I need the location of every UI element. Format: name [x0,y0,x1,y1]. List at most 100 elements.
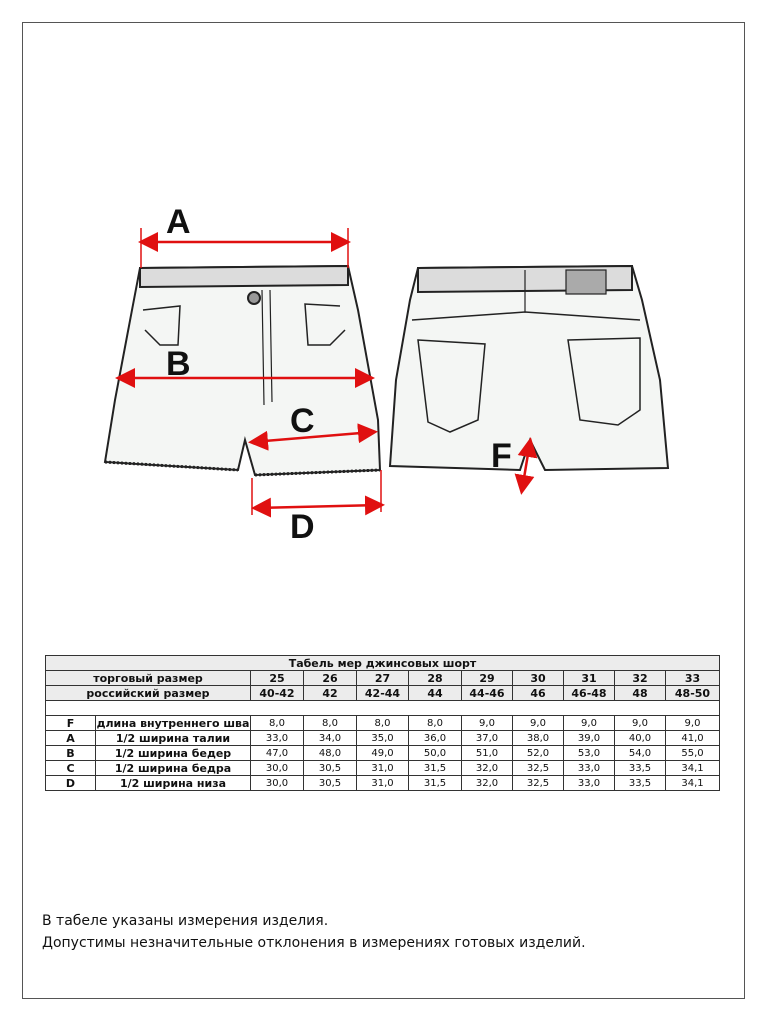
notes: В табеле указаны измерения изделия. Допу… [42,910,586,954]
measure-name: длина внутреннего шва [95,715,251,731]
front-shorts-sketch [103,264,382,477]
value-cell: 8,0 [408,715,462,731]
measure-code: F [45,715,96,731]
value-cell: 35,0 [356,730,409,746]
value-cell: 31,0 [356,760,409,776]
value-cell: 30,0 [250,760,304,776]
size-cell: 28 [408,670,462,686]
value-cell: 33,0 [250,730,304,746]
row-label: российский размер [45,685,251,701]
value-cell: 52,0 [512,745,564,761]
shorts-measurement-diagram: A B C D F [103,203,670,546]
value-cell: 37,0 [461,730,513,746]
value-cell: 54,0 [614,745,666,761]
value-cell: 9,0 [614,715,666,731]
value-cell: 40,0 [614,730,666,746]
measure-name: 1/2 ширина бедер [95,745,251,761]
spacer-row [45,700,720,716]
label-a: A [166,203,191,241]
value-cell: 8,0 [356,715,409,731]
size-cell: 25 [250,670,304,686]
label-f: F [491,437,512,475]
back-shorts-sketch [388,264,670,472]
value-cell: 31,5 [408,775,462,791]
value-cell: 33,5 [614,760,666,776]
value-cell: 53,0 [563,745,615,761]
size-cell: 40-42 [250,685,304,701]
value-cell: 30,5 [303,760,357,776]
value-cell: 55,0 [665,745,720,761]
size-cell: 31 [563,670,615,686]
note-line: Допустимы незначительные отклонения в из… [42,935,586,951]
value-cell: 34,1 [665,760,720,776]
size-cell: 44 [408,685,462,701]
size-cell: 32 [614,670,666,686]
value-cell: 39,0 [563,730,615,746]
size-cell: 42-44 [356,685,409,701]
measure-code: A [45,730,96,746]
value-cell: 31,0 [356,775,409,791]
value-cell: 8,0 [250,715,304,731]
measure-name: 1/2 ширина бедра [95,760,251,776]
size-cell: 33 [665,670,720,686]
value-cell: 33,5 [614,775,666,791]
value-cell: 34,1 [665,775,720,791]
value-cell: 50,0 [408,745,462,761]
size-cell: 48 [614,685,666,701]
value-cell: 36,0 [408,730,462,746]
page-frame [22,22,745,999]
size-cell: 26 [303,670,357,686]
value-cell: 41,0 [665,730,720,746]
value-cell: 33,0 [563,775,615,791]
value-cell: 32,5 [512,760,564,776]
row-label: торговый размер [45,670,251,686]
value-cell: 9,0 [563,715,615,731]
value-cell: 32,0 [461,775,513,791]
table-title-row: Табель мер джинсовых шорт [45,655,720,671]
label-b: B [166,345,191,383]
measure-code: B [45,745,96,761]
value-cell: 30,5 [303,775,357,791]
size-cell: 29 [461,670,513,686]
spacer-cell [45,700,720,716]
measure-code: D [45,775,96,791]
value-cell: 31,5 [408,760,462,776]
value-cell: 9,0 [461,715,513,731]
measure-name: 1/2 ширина низа [95,775,251,791]
value-cell: 9,0 [665,715,720,731]
size-cell: 44-46 [461,685,513,701]
size-cell: 30 [512,670,564,686]
measure-code: C [45,760,96,776]
measure-name: 1/2 ширина талии [95,730,251,746]
size-cell: 27 [356,670,409,686]
label-c: C [290,402,315,440]
value-cell: 38,0 [512,730,564,746]
note-line: В табеле указаны измерения изделия. [42,913,329,929]
size-cell: 46-48 [563,685,615,701]
measurement-arrows [115,228,538,518]
value-cell: 32,0 [461,760,513,776]
value-cell: 9,0 [512,715,564,731]
value-cell: 49,0 [356,745,409,761]
value-cell: 32,5 [512,775,564,791]
value-cell: 34,0 [303,730,357,746]
label-d: D [290,508,315,546]
value-cell: 30,0 [250,775,304,791]
value-cell: 48,0 [303,745,357,761]
arrow-c [248,423,378,451]
size-cell: 46 [512,685,564,701]
value-cell: 33,0 [563,760,615,776]
value-cell: 8,0 [303,715,357,731]
size-cell: 48-50 [665,685,720,701]
value-cell: 51,0 [461,745,513,761]
value-cell: 47,0 [250,745,304,761]
arrow-d [251,495,385,518]
